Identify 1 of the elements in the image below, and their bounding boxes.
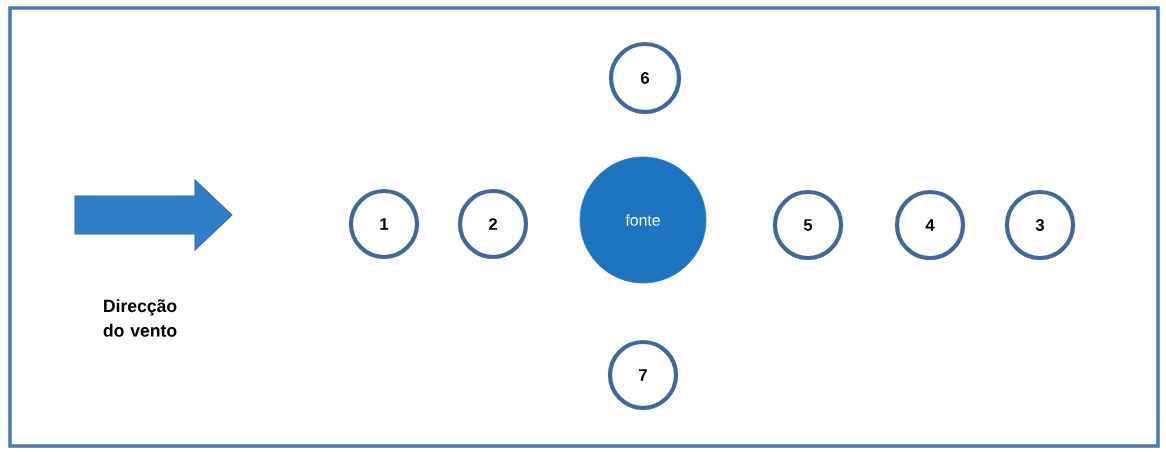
caption-text: Direcção do vento [103,299,177,337]
